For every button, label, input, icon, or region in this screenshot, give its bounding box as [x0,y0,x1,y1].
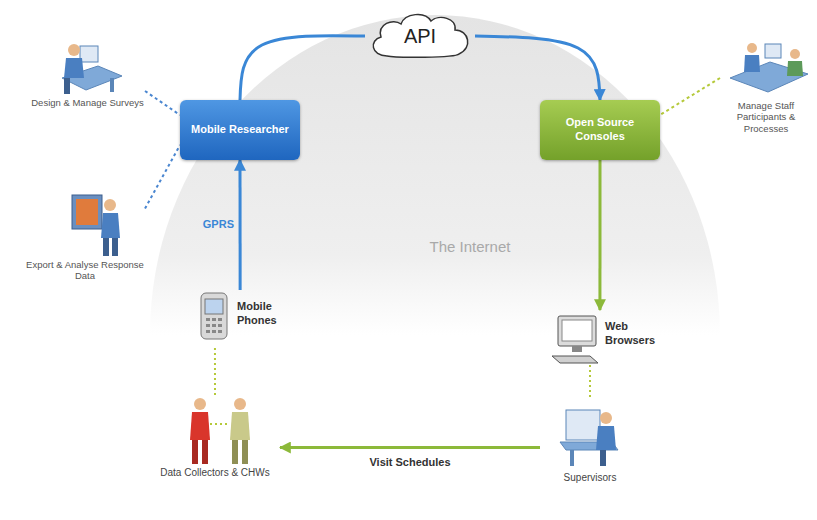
node-text: Export & Analyse Response Data [25,259,145,282]
cloud-shape: API [365,10,475,62]
process-box: Mobile Researcher [180,100,300,160]
internet-dome [150,15,720,335]
edge-label: Visit Schedules [360,456,460,469]
dotted-link [589,365,591,400]
node-text: Data Collectors & CHWs [150,467,280,479]
node-text: Manage Staff Participants & Processes [720,100,812,134]
dotted-link [145,145,180,209]
flow-arrow [239,160,242,290]
node-text: Mobile Phones [237,300,300,328]
device-label: Mobile Phones [195,290,300,345]
task-label: Export & Analyse Response Data [25,185,145,303]
analyst-icon [72,195,120,256]
dotted-link [660,78,720,115]
process-box: Open Source Consoles [540,100,660,160]
flow-arrow [475,36,600,100]
node-text: Supervisors [540,472,640,484]
node-text: API [404,25,436,48]
flow-arrow [280,446,540,449]
node-text: Design & Manage Surveys [30,97,145,108]
cloud-outline [373,15,467,58]
supervisor-icon [560,410,618,466]
node-text: Mobile Researcher [191,123,289,137]
region-label: The Internet [415,238,525,255]
node-text: Web Browsers [605,320,665,348]
node-text: Open Source Consoles [540,116,660,144]
flow-arrow [240,36,365,100]
device-label: Web Browsers [545,310,665,365]
task-label: Manage Staff Participants & Processes [720,30,812,150]
monitor-icon [552,316,598,363]
collectors-icon [190,398,250,464]
phone-icon [201,293,227,339]
flow-arrow [598,160,601,310]
dotted-link [214,345,216,395]
dotted-link [145,91,180,115]
edge-label: GPRS [190,218,234,231]
actor-label: Supervisors [540,400,640,495]
task-label: Design & Manage Surveys [30,35,145,147]
designer-icon [62,44,122,94]
manager-icon [730,43,808,92]
actor-label: Data Collectors & CHWs [150,395,280,500]
